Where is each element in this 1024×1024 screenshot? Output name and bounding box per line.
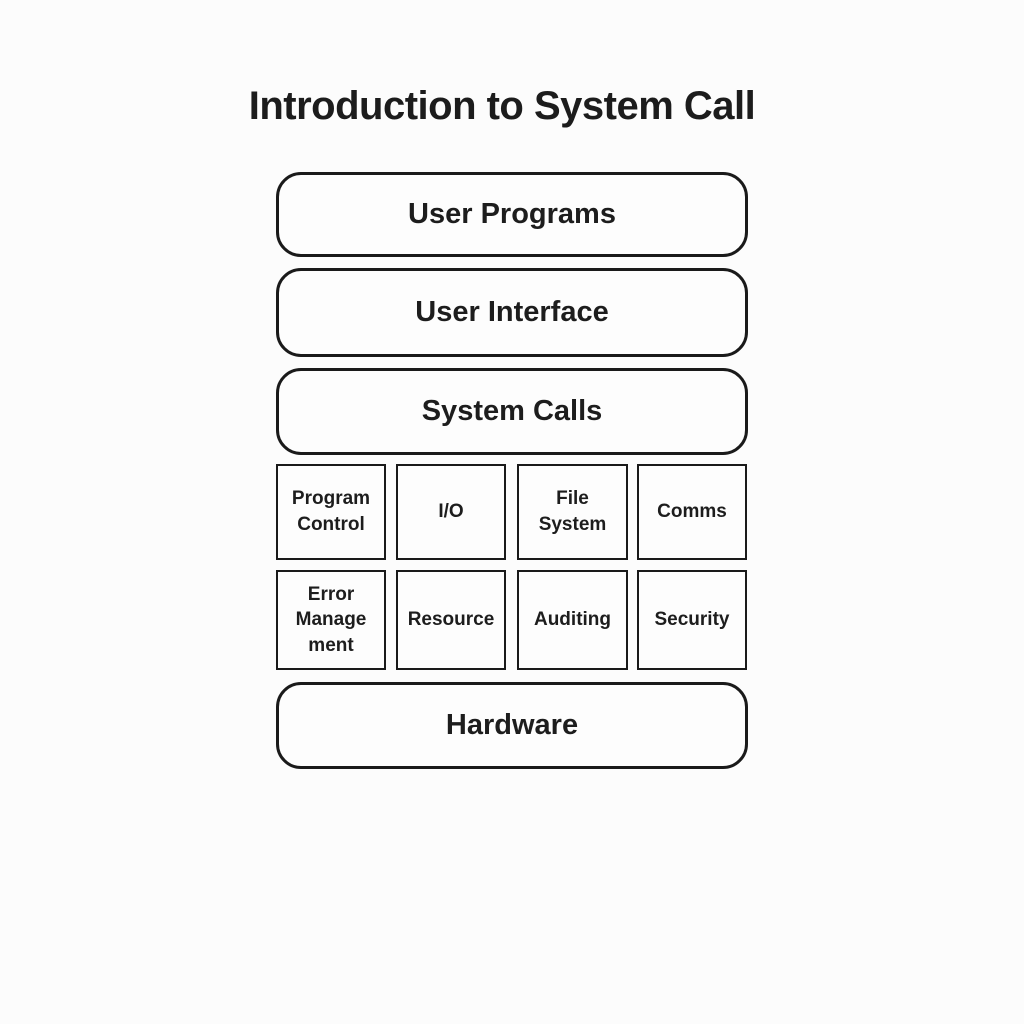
layer-box-system-calls: System Calls xyxy=(276,368,748,455)
category-label-line: Comms xyxy=(657,501,727,523)
category-label-line: Resource xyxy=(407,609,495,631)
category-label-line: ment xyxy=(308,634,354,656)
category-box-security: Security xyxy=(637,570,747,670)
category-label-line: System xyxy=(538,514,607,535)
layer-box-user-interface: User Interface xyxy=(276,268,748,357)
category-box-comms: Comms xyxy=(637,464,747,560)
category-label-line: Error xyxy=(307,583,355,605)
diagram-title: Introduction to System Call xyxy=(248,84,756,128)
category-box-auditing: Auditing xyxy=(517,570,628,670)
category-label-line: Control xyxy=(297,514,365,535)
layer-label-user-programs: User Programs xyxy=(408,198,616,230)
layer-box-hardware: Hardware xyxy=(276,682,748,769)
layer-box-user-programs: User Programs xyxy=(276,172,748,257)
category-box-resource: Resource xyxy=(396,570,506,670)
layer-label-hardware: Hardware xyxy=(445,709,579,741)
layer-label-user-interface: User Interface xyxy=(415,296,609,328)
category-box-error-management: Error Manage ment xyxy=(276,570,386,670)
category-label-line: Security xyxy=(654,609,730,631)
category-box-file-system: File System xyxy=(517,464,628,560)
category-box-program-control: Program Control xyxy=(276,464,386,560)
category-box-io: I/O xyxy=(396,464,506,560)
category-label-line: Program xyxy=(291,488,371,510)
category-label-line: Manage xyxy=(295,609,367,631)
category-label-line: I/O xyxy=(438,501,464,523)
category-label-line: File xyxy=(556,488,589,510)
layer-label-system-calls: System Calls xyxy=(421,395,603,427)
category-label-line: Auditing xyxy=(533,609,612,631)
